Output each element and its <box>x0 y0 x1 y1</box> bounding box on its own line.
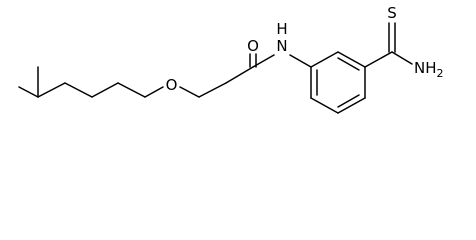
molecule-structure-diagram: O O H N S NH2 <box>18 4 444 114</box>
bond-ether-oxygen-c8 <box>179 86 200 98</box>
atom-label-thioamide-nh2: NH2 <box>414 59 444 80</box>
bond-thioamide-nitrogen <box>391 51 413 65</box>
atom-label-amide-nitrogen: N <box>276 37 287 55</box>
ring-bond-1 <box>310 51 339 68</box>
bond-chain-c3-c4 <box>37 82 66 98</box>
bond-c8-c9 <box>198 82 227 98</box>
ring-inner-double-2 <box>337 94 360 108</box>
atom-label-nh2-subscript: 2 <box>437 67 444 80</box>
bond-chain-c6-c7 <box>117 82 146 98</box>
bond-ring-thioamide-carbon <box>364 51 393 68</box>
bond-c9-carbonyl-carbon <box>225 66 254 84</box>
ring-bond-2 <box>337 51 366 68</box>
atom-label-thio-sulfur: S <box>387 4 397 22</box>
atom-label-ether-oxygen: O <box>166 76 178 94</box>
bond-nitrogen-ring <box>289 54 312 68</box>
atom-label-nh: NH <box>414 59 437 77</box>
atom-label-amide-hydrogen: H <box>276 20 287 38</box>
ring-bond-4 <box>337 97 366 114</box>
bond-chain-c4-c5 <box>64 82 93 98</box>
bond-chain-c5-c6 <box>91 82 119 98</box>
bond-carbonyl-nitrogen <box>252 54 275 68</box>
bond-c7-ether-oxygen <box>144 86 164 98</box>
bond-isopropyl-methyl-1 <box>18 86 39 98</box>
ring-inner-double-1 <box>337 57 360 71</box>
atom-label-carbonyl-oxygen: O <box>247 37 259 55</box>
ring-bond-5 <box>310 97 339 114</box>
